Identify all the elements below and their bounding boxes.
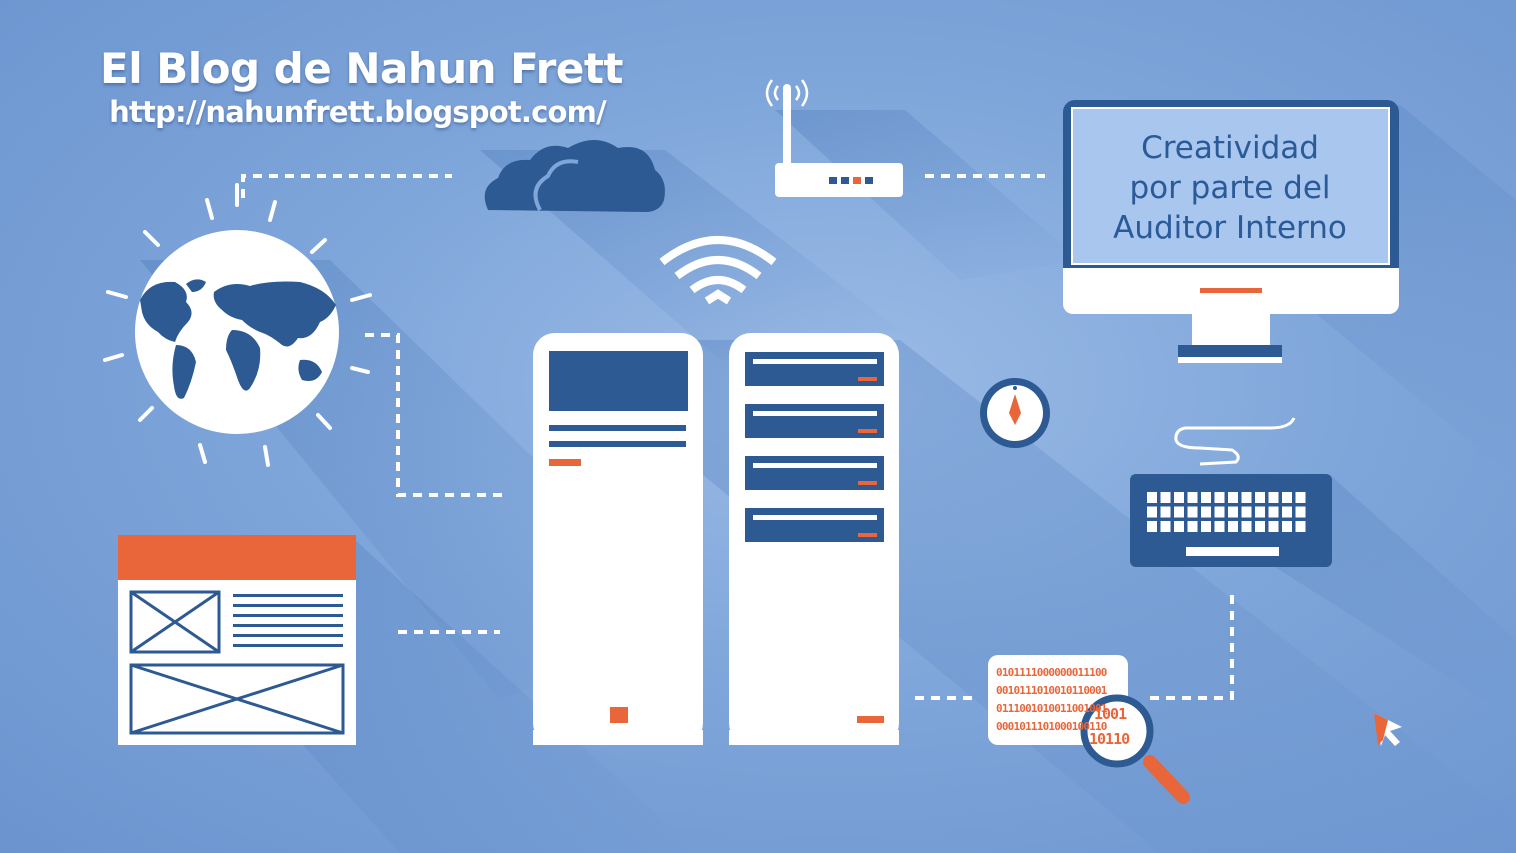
keyboard-key [1214,492,1225,503]
binary-line: 0010111010010110001 [996,684,1107,697]
server-left-icon [533,333,703,745]
keyboard-key [1214,521,1225,532]
keyboard-key [1282,506,1292,518]
binary-line: 0101111000000011100 [996,666,1107,679]
monitor-caption-line-2: por parte del [1129,170,1331,206]
keyboard-key [1295,521,1306,532]
router-icon [765,79,903,197]
keyboard-key [1268,492,1279,503]
binary-line: 0001011101000100110 [996,720,1107,733]
monitor-caption: Creatividad por parte del Auditor Intern… [1080,128,1380,248]
server-right-icon [729,333,899,745]
keyboard-key [1228,521,1238,532]
blog-title: El Blog de Nahun Frett [100,44,624,93]
keyboard-key [1147,492,1157,503]
keyboard-key [1160,492,1171,503]
keyboard-key [1255,492,1265,503]
keyboard-key [1282,492,1292,503]
keyboard-key [1201,521,1211,532]
monitor-caption-line-3: Auditor Interno [1113,210,1347,246]
binary-zoomed-1: 1001 [1094,705,1127,723]
keyboard-icon [1130,417,1332,567]
keyboard-key [1187,492,1198,503]
keyboard-key [1295,506,1306,518]
keyboard-key [1201,506,1211,518]
cloud-outline [533,159,579,211]
dashed-connectors [241,174,1234,700]
binary-text: 0101111000000011100 0010111010010110001 … [996,664,1124,736]
keyboard-key [1174,521,1184,532]
keyboard-key [1255,506,1265,518]
keyboard-key [1241,492,1252,503]
keyboard-key [1295,492,1306,503]
keyboard-key [1174,506,1184,518]
magnifier-icon [1080,694,1190,804]
keyboard-key [1214,506,1225,518]
blog-url: http://nahunfrett.blogspot.com/ [109,95,607,129]
keyboard-key [1187,506,1198,518]
wifi-icon [659,236,777,305]
keyboard-key [1282,521,1292,532]
monitor-caption-line-1: Creatividad [1141,130,1319,166]
globe-icon [103,183,372,467]
keyboard-key [1241,521,1252,532]
binary-line: 0111001010011001001 [996,702,1107,715]
monitor-icon [1063,100,1399,363]
keyboard-key [1255,521,1265,532]
webpage-wireframe-icon [118,535,356,745]
keyboard-key [1147,506,1157,518]
cursor-icon [1374,713,1402,746]
keyboard-key [1268,506,1279,518]
keyboard-key [1268,521,1279,532]
cloud-icon [484,140,665,212]
keyboard-key [1241,506,1252,518]
keyboard-key [1160,521,1171,532]
keyboard-key [1187,521,1198,532]
binary-zoomed-2: 10110 [1089,730,1130,748]
compass-icon [980,378,1050,448]
keyboard-key [1228,492,1238,503]
keyboard-key [1160,506,1171,518]
keyboard-key [1174,492,1184,503]
keyboard-key [1147,521,1157,532]
keyboard-key [1201,492,1211,503]
keyboard-key [1228,506,1238,518]
